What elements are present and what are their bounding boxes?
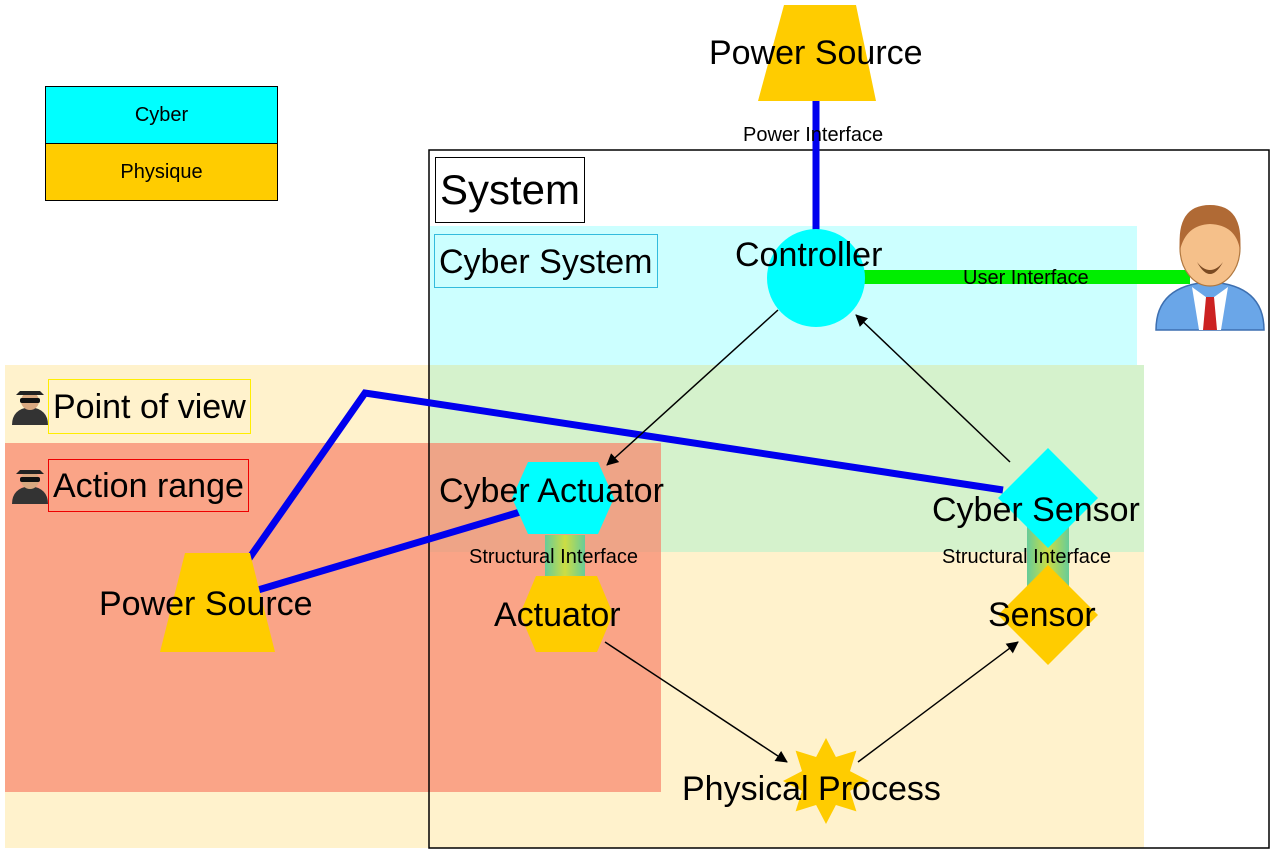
structural-interface-actuator-label: Structural Interface [469,546,638,568]
cyber-actuator-label: Cyber Actuator [439,472,664,510]
system-label: System [435,157,586,223]
arrow-cyber-sensor-to-controller [855,314,1011,463]
cyber-system-label: Cyber System [434,234,658,288]
sensor-shape [998,565,1098,665]
spy-icon [12,470,48,504]
arrow-process-to-sensor [857,641,1019,763]
power-interface-label: Power Interface [743,124,884,146]
spy-icon [12,391,48,425]
sensor-label: Sensor [988,596,1096,634]
physical-process-shape [783,738,869,824]
user-interface-label: User Interface [963,267,1089,289]
legend-cyber: Cyber [45,86,278,144]
power-link-cyber-sensor [245,389,1004,563]
physical-process-label: Physical Process [682,770,941,808]
action-range-label: Action range [48,459,249,512]
power-source-top-shape [758,5,876,101]
power-link-cyber-actuator [257,508,521,594]
actuator-label: Actuator [494,596,621,634]
point-of-view-label: Point of view [48,379,251,434]
structural-interface-sensor-label: Structural Interface [942,546,1111,568]
user-avatar-icon [1155,205,1265,331]
cyber-actuator-shape [512,462,614,534]
arrow-actuator-to-process [604,641,788,763]
arrow-controller-to-cyber-actuator [606,309,779,466]
power-source-left-label: Power Source [99,585,313,623]
power-source-left-shape [160,553,275,652]
legend-physique: Physique [45,143,278,201]
actuator-shape [520,576,613,652]
controller-label: Controller [735,236,883,274]
controller-shape [767,229,865,327]
cyber-sensor-label: Cyber Sensor [932,491,1140,529]
system-frame [428,149,1270,849]
cyber-sensor-shape [998,448,1098,548]
power-source-top-label: Power Source [709,34,923,72]
